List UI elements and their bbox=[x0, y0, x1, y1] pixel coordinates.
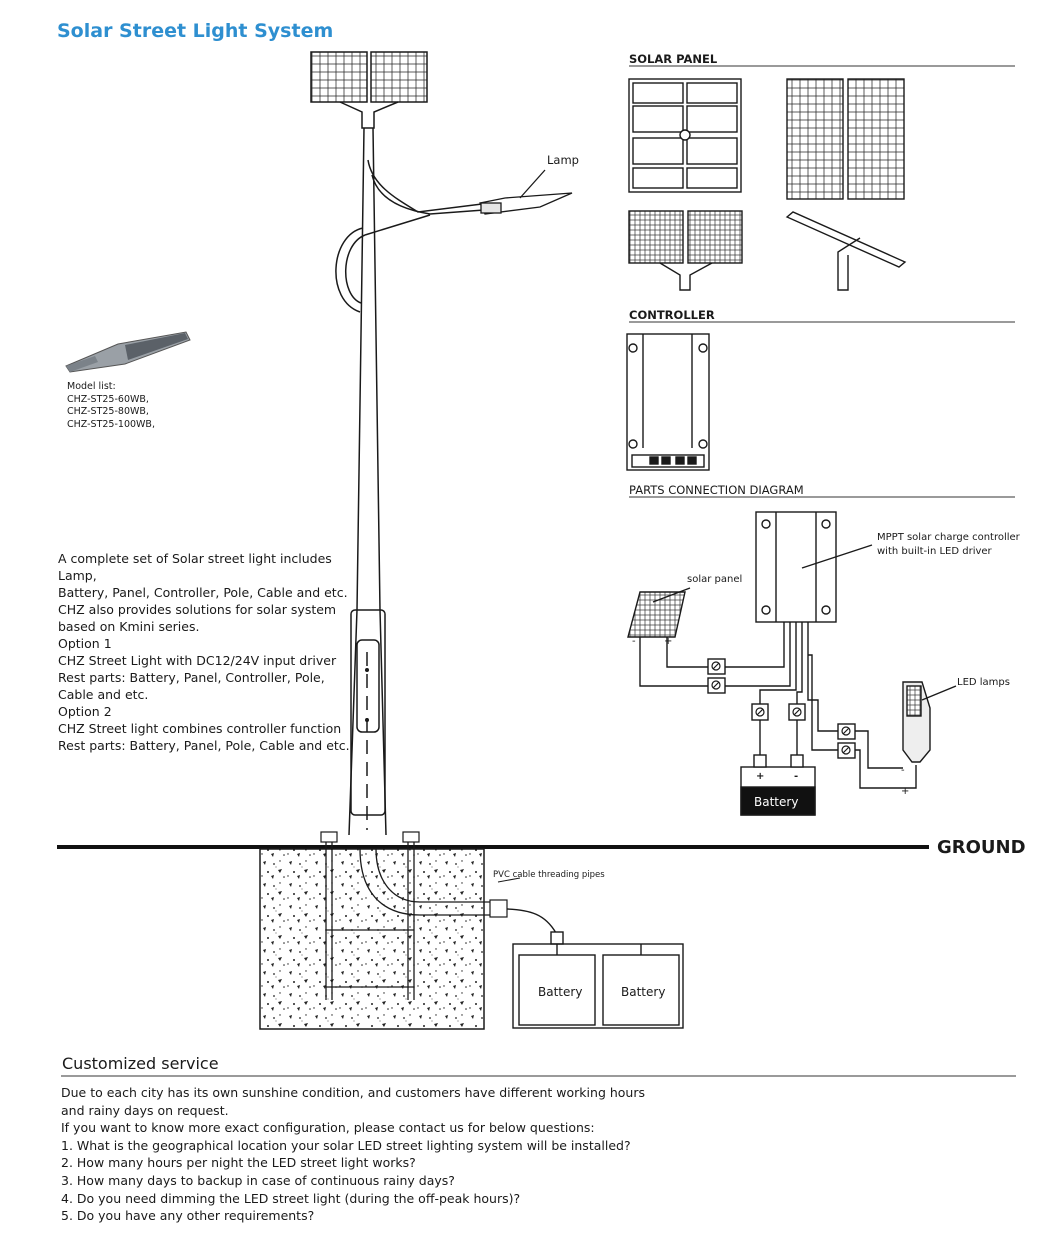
cs-line: 3. How many days to backup in case of co… bbox=[61, 1172, 455, 1188]
connection-diagram bbox=[627, 511, 957, 816]
underground-batteries bbox=[506, 908, 684, 1029]
cs-line: 1. What is the geographical location you… bbox=[61, 1137, 631, 1153]
pvc-label: PVC cable threading pipes bbox=[493, 870, 605, 880]
page-title: Solar Street Light System bbox=[57, 20, 334, 42]
mppt-label-line2: with built-in LED driver bbox=[877, 546, 992, 557]
led-lamps-label: LED lamps bbox=[957, 677, 1010, 688]
intro-line: Rest parts: Battery, Panel, Controller, … bbox=[58, 670, 325, 685]
solar-panel-heading: SOLAR PANEL bbox=[629, 52, 718, 66]
model-list-heading: Model list: bbox=[67, 381, 116, 392]
mppt-label-line1: MPPT solar charge controller bbox=[877, 532, 1020, 543]
battery-minus: - bbox=[794, 771, 799, 782]
underground-battery-1: Battery bbox=[538, 985, 583, 999]
battery-plus: + bbox=[756, 771, 765, 782]
cs-line: 5. Do you have any other requirements? bbox=[61, 1208, 315, 1224]
controller-heading: CONTROLLER bbox=[629, 308, 715, 322]
panel-minus: - bbox=[632, 636, 636, 647]
ground-label: GROUND bbox=[937, 837, 1026, 858]
intro-line: based on Kmini series. bbox=[58, 619, 200, 634]
intro-line: Rest parts: Battery, Panel, Pole, Cable … bbox=[58, 738, 350, 753]
intro-line: CHZ Street Light with DC12/24V input dri… bbox=[58, 653, 337, 668]
cs-line: Due to each city has its own sunshine co… bbox=[61, 1085, 645, 1100]
customized-service-title: Customized service bbox=[62, 1054, 219, 1073]
pole-solar-panels bbox=[310, 51, 428, 129]
intro-line: CHZ Street light combines controller fun… bbox=[58, 721, 342, 736]
customized-service-text: Due to each city has its own sunshine co… bbox=[61, 1084, 1021, 1225]
intro-line: Battery, Panel, Controller, Pole, Cable … bbox=[58, 585, 348, 600]
intro-line: Option 2 bbox=[58, 704, 112, 719]
lamp-product-image bbox=[65, 331, 191, 373]
underground-battery-2: Battery bbox=[621, 985, 666, 999]
intro-line: A complete set of Solar street light inc… bbox=[58, 551, 332, 583]
battery-label: Battery bbox=[754, 795, 799, 809]
pole-lamp-head bbox=[479, 169, 573, 215]
concrete-foundation bbox=[259, 831, 521, 1030]
intro-text: A complete set of Solar street light inc… bbox=[58, 550, 358, 754]
cs-line: 2. How many hours per night the LED stre… bbox=[61, 1155, 416, 1171]
model-list: Model list: CHZ-ST25-60WB, CHZ-ST25-80WB… bbox=[67, 381, 155, 431]
model-item: CHZ-ST25-80WB, bbox=[67, 406, 149, 417]
intro-line: CHZ also provides solutions for solar sy… bbox=[58, 602, 337, 617]
panel-plus: + bbox=[664, 636, 673, 647]
solar-panel-illustrations bbox=[628, 78, 907, 291]
cs-line: If you want to know more exact configura… bbox=[61, 1120, 595, 1136]
lamp-plus: + bbox=[901, 786, 910, 797]
parts-connection-heading: PARTS CONNECTION DIAGRAM bbox=[629, 483, 804, 497]
solar-panel-label: solar panel bbox=[687, 574, 743, 585]
controller-illustration bbox=[626, 333, 710, 471]
model-item: CHZ-ST25-100WB, bbox=[67, 418, 155, 430]
intro-line: Option 1 bbox=[58, 636, 112, 651]
model-item: CHZ-ST25-60WB, bbox=[67, 393, 149, 405]
lamp-minus: - bbox=[901, 765, 905, 776]
cs-line: 4. Do you need dimming the LED street li… bbox=[61, 1190, 521, 1206]
lamp-label: Lamp bbox=[547, 153, 579, 167]
ground-line bbox=[57, 845, 929, 849]
light-pole bbox=[335, 127, 485, 836]
intro-line: Cable and etc. bbox=[58, 687, 149, 702]
cs-line: and rainy days on request. bbox=[61, 1102, 229, 1118]
